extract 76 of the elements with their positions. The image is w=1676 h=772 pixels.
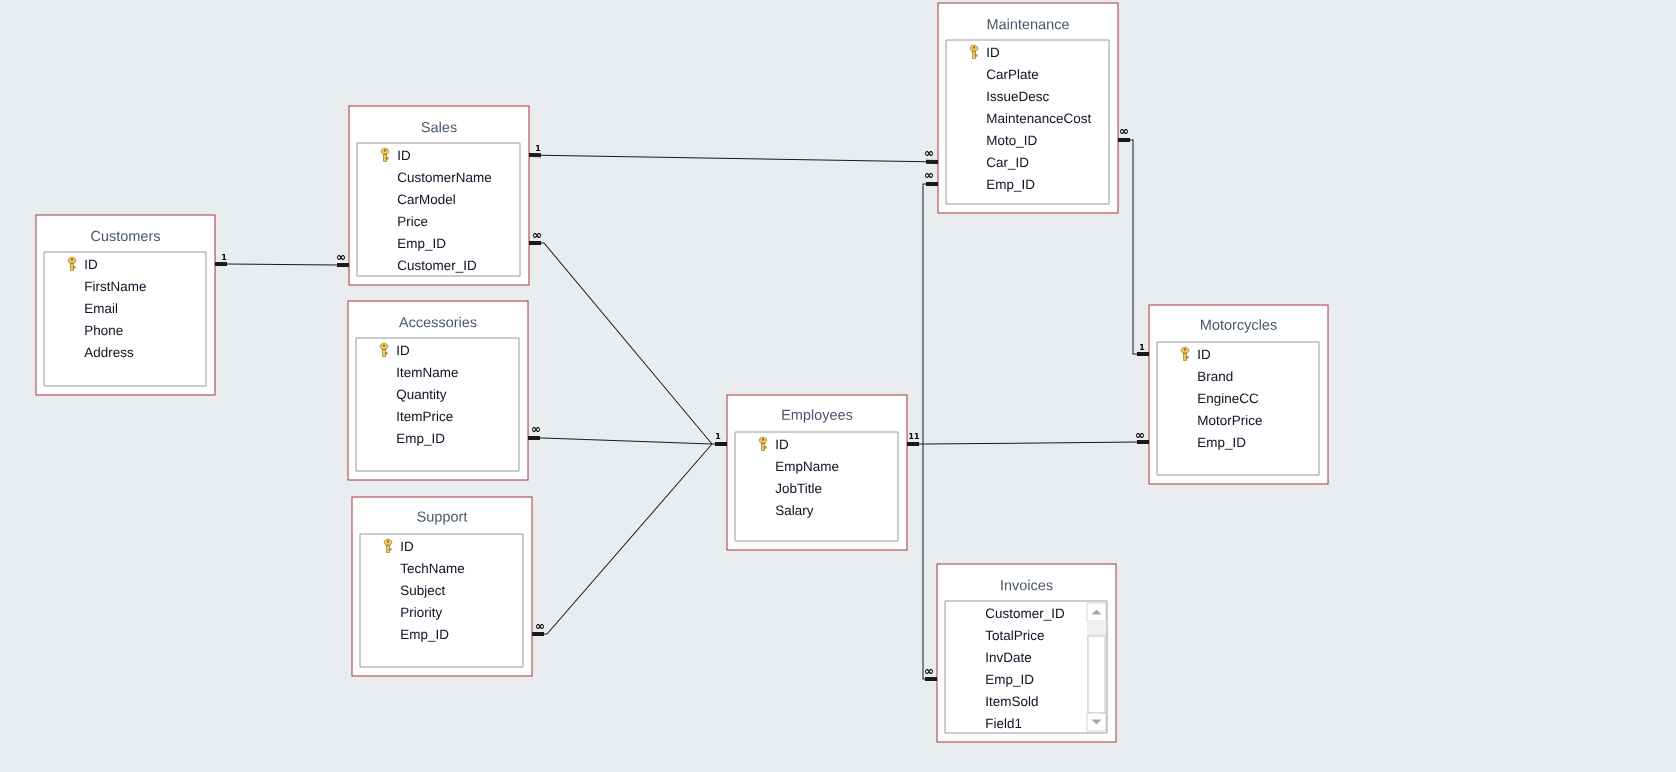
field-name: TechName [400,563,465,574]
field-name: ID [987,47,1000,57]
cardinality-label: ∞ [533,232,541,238]
field-name: Priority [401,607,443,620]
field-name: Emp_ID [401,629,449,642]
field-name: Phone [85,325,123,336]
cardinality-label: ∞ [532,426,540,432]
field-name: EngineCC [1198,393,1259,406]
field-name: JobTitle [775,483,822,494]
table-title: Employees [782,409,853,423]
relationship-line [922,440,1150,445]
field-name: ID [397,345,410,355]
field-name: Emp_ID [1198,437,1246,450]
table-title: Sales [421,121,457,133]
table-title: Accessories [398,316,477,328]
table-title: Customers [91,230,160,242]
field-name: FirstName [85,281,146,292]
field-name: Car_ID [986,157,1029,170]
table-title: Maintenance [987,18,1069,30]
field-name: MotorPrice [1198,415,1262,426]
cardinality-label: ∞ [1136,432,1144,438]
field-name: Emp_ID [986,674,1034,687]
relationship-line [1118,138,1149,356]
field-name: TotalPrice [985,630,1044,641]
relationship-line [711,442,727,446]
field-name: Price [398,216,428,227]
cardinality-label: ∞ [925,150,933,156]
field-name: CustomerName [397,172,492,183]
field-name: Quantity [396,389,447,402]
field-name: MaintenanceCost [987,113,1092,124]
field-name: EmpName [776,461,839,474]
relationship-line [922,182,938,445]
table-title: Support [417,511,468,525]
field-name: CarModel [397,194,455,205]
field-name: Address [84,347,134,358]
cardinality-label: ∞ [925,668,933,674]
field-name: ID [398,150,411,160]
field-name: InvDate [986,652,1032,663]
field-name: ID [401,541,414,551]
relationship-line [529,241,713,445]
field-name: Customer_ID [985,608,1065,621]
field-name: Salary [775,505,814,518]
cardinality-label: ∞ [925,172,933,178]
field-name: Subject [400,585,446,598]
cardinality-label: 11 [909,433,920,439]
field-name: Field1 [986,718,1022,729]
relationship-line [529,153,939,164]
cardinality-label: 1 [1140,344,1145,350]
table-title: Motorcycles [1201,319,1277,333]
field-name: Emp_ID [987,179,1035,192]
field-name: ItemSold [986,696,1038,707]
relationship-line [532,443,713,636]
table-title: Invoices [1001,579,1053,591]
field-name: ItemName [397,367,458,378]
cardinality-label: 1 [716,433,721,439]
field-name: ID [1198,349,1211,359]
field-name: ID [85,259,98,269]
field-name: Emp_ID [397,433,445,446]
field-name: ID [776,439,789,449]
relationship-line [922,443,937,681]
field-name: ItemPrice [397,411,453,422]
relationship-line [907,442,924,446]
cardinality-label: ∞ [1120,128,1128,134]
cardinality-label: 1 [222,254,227,260]
relationship-line [528,436,713,445]
relationship-line [215,262,349,267]
field-name: CarPlate [986,69,1039,80]
field-name: IssueDesc [987,91,1049,102]
cardinality-label: ∞ [536,623,544,629]
cardinality-label: 1 [536,145,541,151]
field-name: Moto_ID [987,135,1037,148]
field-name: Emp_ID [398,238,446,251]
field-name: Brand [1198,371,1233,382]
field-name: Email [85,303,118,314]
field-name: Customer_ID [397,260,477,273]
cardinality-label: ∞ [337,254,345,260]
